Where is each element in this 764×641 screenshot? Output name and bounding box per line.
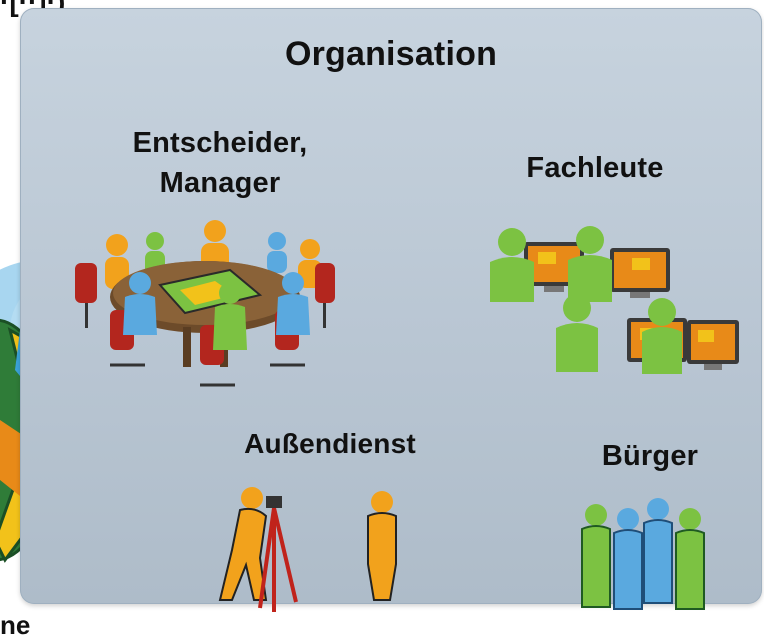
managers-label: Entscheider, Manager [70,123,370,203]
clipped-bottom-text: ne [0,610,31,640]
person-icon [675,508,705,610]
workstation-icon [490,228,584,302]
panel-title: Organisation [284,35,498,73]
citizens-label: Bürger [601,440,699,472]
person-icon [276,272,310,335]
surveyor-icon [218,487,397,612]
person-icon [123,272,157,335]
person-icon [267,232,287,273]
gis-workstations-icon [490,226,739,374]
managers-label-line1: Entscheider, [132,127,308,159]
person-icon [213,282,247,350]
person-icon [643,498,673,604]
experts-label: Fachleute [526,152,664,184]
person-icon [581,504,611,608]
managers-label-line2: Manager [159,167,281,199]
citizens-group-icon [581,498,705,610]
workstation-icon [568,226,670,302]
field-staff-label: Außendienst [244,428,416,459]
tripod-icon [258,496,298,612]
chair-bases [110,363,305,387]
person-icon [367,491,397,601]
workstation-icon [642,298,739,374]
meeting-table-icon [75,220,335,387]
person-icon [613,508,643,610]
surveyor-person-icon [218,487,268,601]
